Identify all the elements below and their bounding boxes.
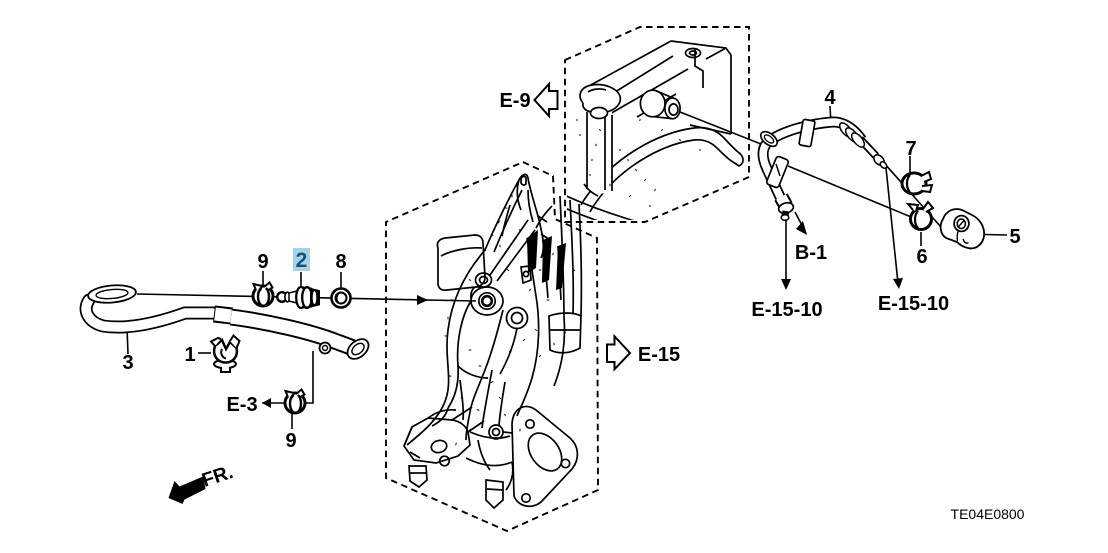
svg-text:E-3: E-3: [226, 394, 257, 416]
svg-text:9: 9: [257, 251, 268, 273]
svg-text:5: 5: [1009, 226, 1020, 248]
svg-text:3: 3: [122, 352, 133, 374]
svg-text:4: 4: [824, 87, 836, 109]
svg-text:E-15-10: E-15-10: [878, 293, 949, 315]
svg-text:6: 6: [916, 246, 927, 268]
svg-text:1: 1: [184, 344, 195, 366]
svg-text:E-15-10: E-15-10: [751, 299, 822, 321]
svg-text:8: 8: [335, 251, 346, 273]
svg-text:TE04E0800: TE04E0800: [951, 506, 1025, 522]
svg-text:B-1: B-1: [795, 242, 827, 264]
svg-text:2: 2: [296, 249, 308, 272]
svg-text:7: 7: [905, 138, 916, 160]
svg-text:E-9: E-9: [499, 90, 530, 112]
svg-text:E-15: E-15: [638, 344, 680, 366]
svg-text:9: 9: [285, 430, 296, 452]
